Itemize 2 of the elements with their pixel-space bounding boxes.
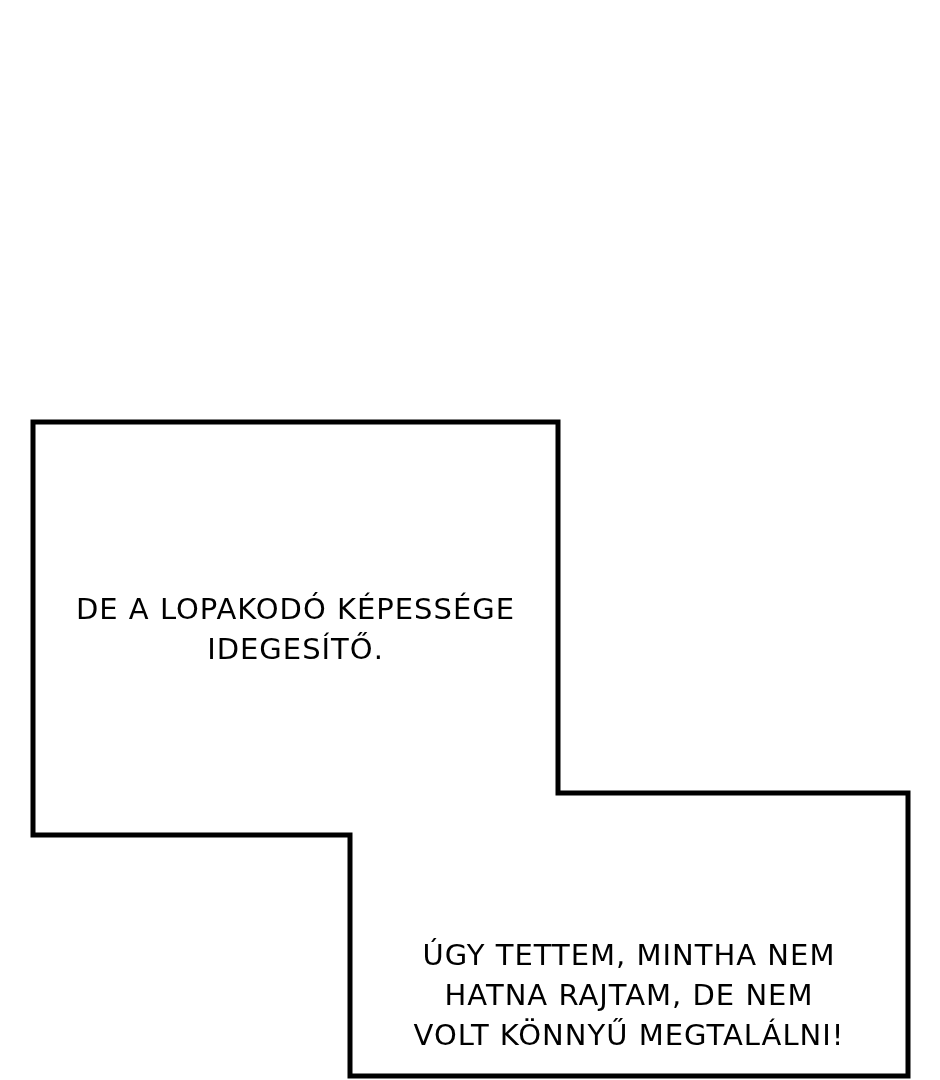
caption-text: DE A LOPAKODÓ KÉPESSÉGE IDEGESÍTŐ.	[74, 590, 517, 668]
caption-text: ÚGY TETTEM, MINTHA NEM HATNA RAJTAM, DE NEM VOLT KÖNNYŰ MEGTALÁLNI!	[412, 936, 846, 1054]
